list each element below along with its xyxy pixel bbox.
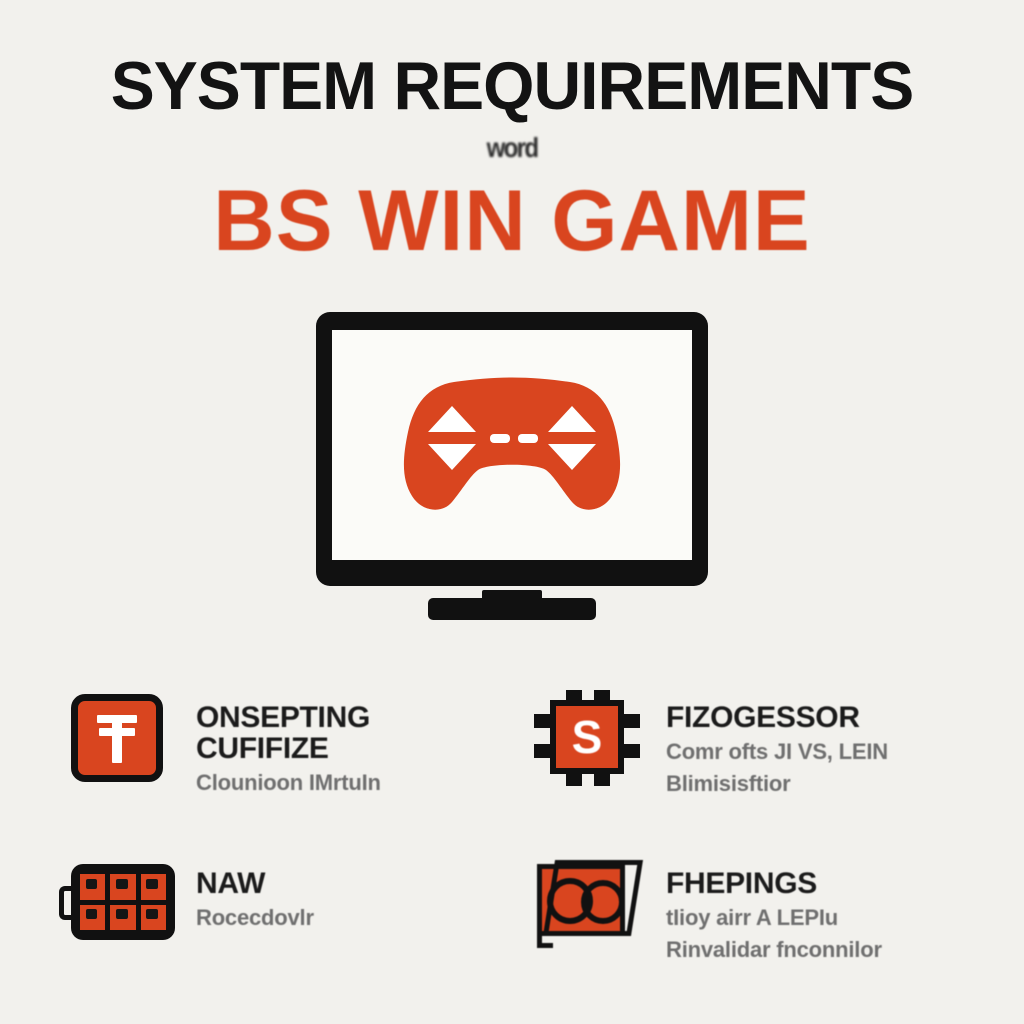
feature-sub-line1: tIioy airr A LEPIu [666,905,839,931]
feature-text-block: FHEPINGS tIioy airr A LEPIu Rinvalidar f… [666,854,882,963]
feature-sub-line2: Blimisisftior [666,771,791,797]
feature-sub-line1: Comr ofts JI VS, LEIN [666,739,888,765]
feature-text-block: ONSEPTING CUFIFIZE Clounioon IMrtuIn [196,688,381,796]
ram-module-icon [56,854,178,954]
feature-item-operating-system[interactable]: ONSEPTING CUFIFIZE Clounioon IMrtuIn [56,688,526,854]
cpu-chip-glyph: S [571,711,603,763]
graphics-card-icon [526,854,648,954]
feature-heading-line1: NAW [196,867,266,900]
feature-heading-line1: FHEPINGS [666,867,817,900]
feature-heading-line1: FIZOGESSOR [666,701,860,734]
feature-item-graphics[interactable]: FHEPINGS tIioy airr A LEPIu Rinvalidar f… [526,854,986,1020]
feature-text-block: NAW Rocecdovlr [196,854,314,931]
monitor-screen [332,330,692,560]
monitor-base [428,598,596,620]
feature-heading-line1: ONSEPTING [196,701,370,734]
feature-sub-line1: Rocecdovlr [196,905,314,931]
operating-system-tile-icon [56,688,178,788]
monitor-illustration [0,312,1024,620]
page-title: SYSTEM REQUIREMENTS [110,48,914,124]
feature-item-processor[interactable]: S FIZOGESSOR Comr ofts JI VS, LEIN Blimi… [526,688,986,854]
cpu-chip-icon: S [526,688,648,788]
feature-item-memory[interactable]: NAW Rocecdovlr [56,854,526,1020]
feature-sub-line1: Clounioon IMrtuIn [196,770,381,796]
feature-grid: ONSEPTING CUFIFIZE Clounioon IMrtuIn S [56,688,986,1020]
gamepad-icon [403,377,621,510]
monitor-body [316,312,708,586]
header: SYSTEM REQUIREMENTS word BS WIN GAME [0,0,1024,264]
os-tile-glyph [95,713,139,763]
page-subtitle: word [486,132,539,163]
feature-sub-line2: Rinvalidar fnconnilor [666,937,882,963]
page-headline: BS WIN GAME [213,173,811,269]
feature-heading-line2: CUFIFIZE [196,732,329,766]
feature-text-block: FIZOGESSOR Comr ofts JI VS, LEIN Blimisi… [666,688,888,797]
